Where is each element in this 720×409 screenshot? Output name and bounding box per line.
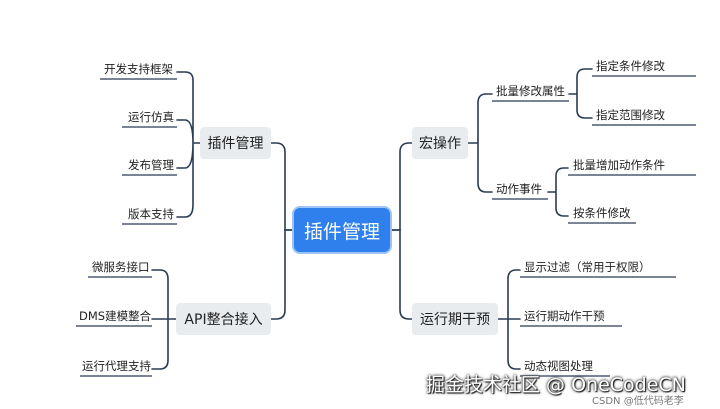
leaf-dms-modeling[interactable]: DMS建模整合 (79, 309, 152, 323)
watermark-main: 掘金技术社区 @ OneCodeCN (426, 374, 686, 396)
leaf-runtime-proxy[interactable]: 运行代理支持 (82, 359, 151, 373)
leaf-dev-framework[interactable]: 开发支持框架 (104, 62, 173, 76)
branch-label: API整合接入 (184, 312, 263, 328)
branch-label: 运行期干预 (420, 312, 490, 328)
connector-api-leaves (151, 269, 177, 370)
connector-runtime-leaves (497, 269, 521, 370)
root-node[interactable]: 插件管理 (294, 208, 390, 252)
branch-api-integration[interactable]: API整合接入 (176, 303, 271, 335)
connector-macro-subs (467, 93, 493, 193)
leaf-dynamic-view[interactable]: 动态视图处理 (524, 359, 593, 373)
leaf-version-support[interactable]: 版本支持 (128, 207, 174, 221)
sub-batch-modify-attributes[interactable]: 批量修改属性 (496, 84, 565, 98)
connector-root-right-macro (389, 142, 413, 231)
leaf-batch-add-action[interactable]: 批量增加动作条件 (573, 158, 665, 172)
branch-label: 插件管理 (207, 136, 264, 152)
branch-plugin-management[interactable]: 插件管理 (200, 127, 271, 159)
connector-batch-leaves (568, 68, 593, 119)
leaf-display-filter[interactable]: 显示过滤（常用于权限） (524, 260, 651, 274)
leaf-release-management[interactable]: 发布管理 (128, 158, 174, 172)
leaf-condition-modify[interactable]: 指定条件修改 (596, 59, 665, 73)
connector-plugin-leaves (176, 71, 201, 218)
connector-event-leaves (547, 167, 569, 217)
branch-macro-operation[interactable]: 宏操作 (412, 127, 468, 159)
connector-root-left-plugin (270, 142, 295, 231)
connector-root-left-api (270, 229, 295, 320)
connector-root-right-runtime (389, 229, 413, 320)
leaf-range-modify[interactable]: 指定范围修改 (596, 108, 665, 122)
leaf-runtime-simulation[interactable]: 运行仿真 (128, 110, 174, 124)
branch-label: 宏操作 (419, 136, 461, 152)
root-node-label: 插件管理 (303, 220, 380, 243)
watermark-sub: CSDN @低代码老李 (592, 396, 684, 407)
leaf-runtime-action[interactable]: 运行期动作干预 (524, 309, 605, 323)
branch-runtime-intervention[interactable]: 运行期干预 (412, 303, 498, 335)
sub-action-event[interactable]: 动作事件 (496, 182, 542, 196)
leaf-microservice-api[interactable]: 微服务接口 (92, 260, 150, 274)
leaf-modify-by-condition[interactable]: 按条件修改 (573, 206, 631, 220)
